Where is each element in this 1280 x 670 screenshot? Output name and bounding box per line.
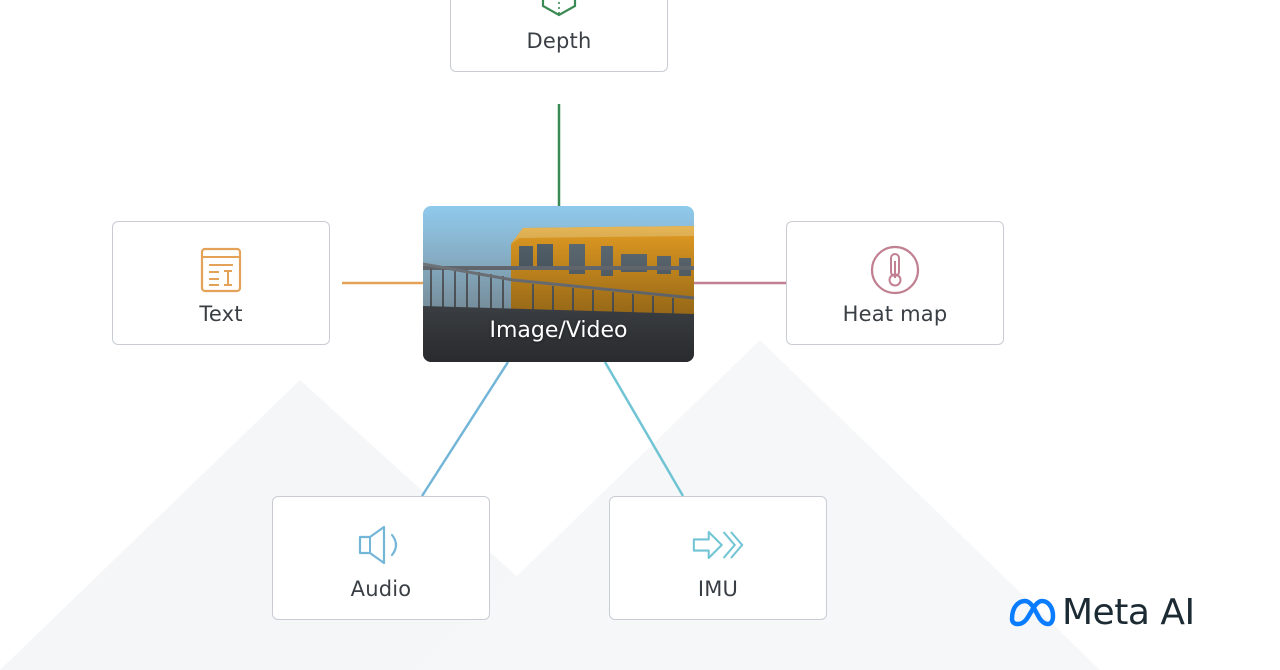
speaker-icon <box>355 519 407 571</box>
node-heat-map: Heat map <box>786 221 1004 345</box>
node-image-video-label: Image/Video <box>489 318 628 343</box>
link-imu <box>603 361 685 497</box>
node-depth: Depth <box>450 0 668 72</box>
node-audio: Audio <box>272 496 490 620</box>
node-audio-label: Audio <box>350 577 412 601</box>
node-image-video: Image/Video <box>423 206 694 362</box>
node-depth-label: Depth <box>526 29 592 53</box>
meta-infinity-icon <box>1009 598 1056 627</box>
cube-icon <box>533 0 585 23</box>
thermometer-icon <box>869 244 921 296</box>
node-imu-label: IMU <box>697 577 739 601</box>
train-illustration <box>423 206 694 362</box>
motion-arrows-icon <box>692 519 744 571</box>
node-text: Text <box>112 221 330 345</box>
meta-ai-wordmark: Meta AI <box>1062 591 1195 633</box>
node-imu: IMU <box>609 496 827 620</box>
meta-ai-logo: Meta AI <box>1008 590 1195 634</box>
node-text-label: Text <box>199 302 243 326</box>
node-heat-map-label: Heat map <box>842 302 948 326</box>
link-audio <box>420 361 510 497</box>
document-text-icon <box>195 244 247 296</box>
